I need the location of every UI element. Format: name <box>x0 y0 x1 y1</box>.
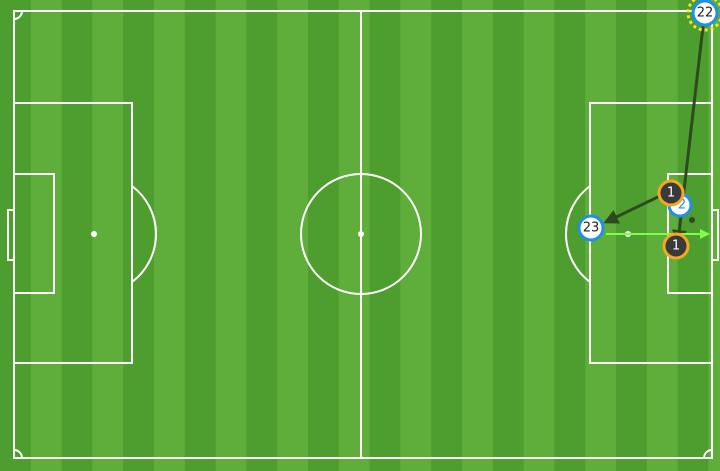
player-marker[interactable]: 23 <box>577 214 605 242</box>
right-goal <box>711 209 719 261</box>
pitch-stripe <box>708 0 720 471</box>
right-penalty-arc <box>565 185 591 283</box>
corner-arc-bl <box>13 449 23 459</box>
corner-arc-br <box>703 449 713 459</box>
player-marker[interactable]: 22 <box>686 0 720 32</box>
centre-spot <box>358 231 364 237</box>
pass-1-to-23 <box>603 192 665 224</box>
pitch-stripe <box>92 0 124 471</box>
pitch-stripe <box>338 0 370 471</box>
left-penalty-arc <box>131 185 157 283</box>
pitch-stripe <box>30 0 62 471</box>
pitch-markings <box>7 10 719 459</box>
player-number: 22 <box>697 6 714 21</box>
player-number: 1 <box>672 239 680 254</box>
pitch-stripe <box>215 0 247 471</box>
player-number: 23 <box>583 221 600 236</box>
player-marker[interactable]: 1 <box>657 179 685 207</box>
centre-circle <box>300 173 422 295</box>
left-penalty-spot <box>91 231 97 237</box>
pitch-stripe <box>154 0 185 471</box>
left-goal <box>7 209 15 261</box>
pitch-stripe <box>523 0 555 471</box>
pitch-stripe <box>400 0 432 471</box>
ball-icon <box>689 217 695 223</box>
pitch-stripe <box>462 0 493 471</box>
pitch-stripe <box>277 0 308 471</box>
corner-arc-tl <box>13 10 23 20</box>
highlight-ring <box>686 0 720 32</box>
player-number: 2 <box>678 198 686 213</box>
player-marker[interactable]: 1 <box>662 232 690 260</box>
player-number: 1 <box>667 186 675 201</box>
